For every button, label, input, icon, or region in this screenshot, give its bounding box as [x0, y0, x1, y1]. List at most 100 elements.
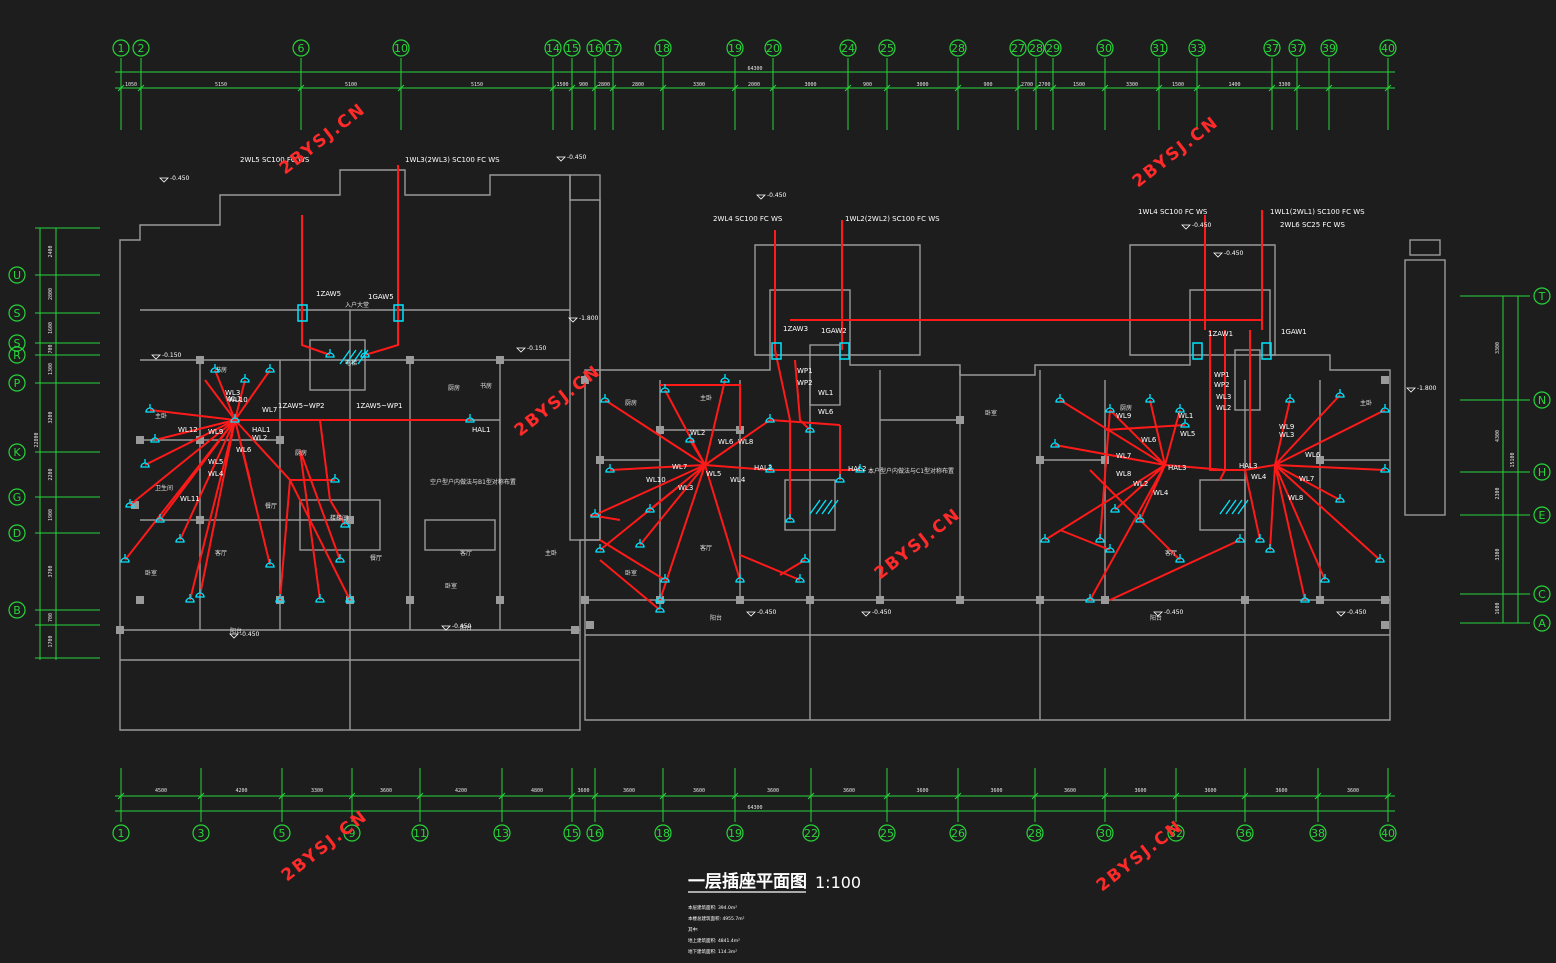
top-axis-bubble: 37	[1263, 39, 1281, 57]
socket-outlet-icon	[1110, 504, 1120, 513]
left-dimension: 700	[48, 613, 54, 622]
wall-column	[1381, 621, 1389, 629]
room-label: 主卧	[155, 412, 167, 420]
top-dimension: 1500	[556, 82, 568, 88]
panel-label-1gaw5: 1GAW5	[368, 293, 394, 301]
left-dimension: 700	[48, 344, 54, 353]
socket-outlet-icon	[800, 554, 810, 563]
room-label: 楼梯间	[330, 514, 348, 522]
left-axis-grid: 2400280016007001300320022001900370070017…	[8, 227, 100, 660]
socket-outlet-icon	[765, 414, 775, 423]
panel-label-1gaw1: 1GAW1	[1281, 328, 1307, 336]
bottom-axis-bubble: 36	[1236, 824, 1254, 842]
socket-outlet-icon	[735, 574, 745, 583]
drawing-title: 一层插座平面图	[688, 871, 807, 892]
circuit-label: WL9	[1279, 423, 1294, 431]
axis-label: P	[14, 377, 21, 390]
room-label: 卫生间	[155, 484, 173, 492]
watermark-5: 2BYSJ.CN	[278, 806, 372, 886]
room-label: 书房	[480, 382, 492, 390]
circuit-label: HAL1	[472, 426, 490, 434]
bottom-axis-bubble: 16	[586, 824, 604, 842]
bottom-axis-bubble: 9	[343, 824, 361, 842]
top-axis-bubble: 1	[112, 39, 130, 57]
socket-outlet-icon	[150, 434, 160, 443]
drawing-scale: 1:100	[815, 873, 861, 892]
axis-label: K	[13, 446, 21, 459]
level-mark: -0.450	[861, 609, 892, 617]
axis-label: 27	[1011, 42, 1025, 55]
axis-label: 15	[565, 42, 579, 55]
circuit-label: HAL2	[754, 464, 772, 472]
level-value: -0.450	[872, 609, 892, 616]
axis-label: 16	[588, 827, 602, 840]
left-axis-bubble: B	[8, 601, 26, 619]
wall-column	[196, 436, 204, 444]
left-dimension: 1900	[48, 509, 54, 521]
bottom-overall-dimension: 64300	[747, 805, 762, 811]
bottom-axis-bubble: 1	[112, 824, 130, 842]
circuit-label: WL6	[1141, 436, 1157, 444]
bottom-axis-bubble: 26	[949, 824, 967, 842]
bottom-axis-grid: 1450034200533009360011420013480015360016…	[112, 768, 1397, 842]
level-mark: -0.150	[516, 345, 547, 353]
socket-outlet-icon	[835, 474, 845, 483]
level-value: -0.450	[767, 192, 787, 199]
right-dimension: 3300	[1495, 548, 1501, 560]
socket-outlet-icon	[155, 514, 165, 523]
wall-column	[131, 501, 139, 509]
panel-label-wp2: 1ZAW5~WP2	[278, 402, 325, 410]
bottom-dimension: 3600	[623, 788, 635, 794]
top-axis-bubble: 27	[1009, 39, 1027, 57]
top-axis-bubble: 33	[1188, 39, 1206, 57]
left-axis-bubble: D	[8, 524, 26, 542]
top-axis-bubble: 30	[1096, 39, 1114, 57]
socket-outlet-icon	[1055, 394, 1065, 403]
left-dimension: 1300	[48, 363, 54, 375]
axis-label: 6	[298, 42, 305, 55]
socket-outlet-icon	[265, 559, 275, 568]
bottom-dimension: 3600	[916, 788, 928, 794]
room-label: 卧室	[145, 569, 157, 577]
socket-outlet-icon	[1380, 404, 1390, 413]
left-axis-bubble: U	[8, 266, 26, 284]
right-axis-bubble: T	[1533, 287, 1551, 305]
circuit-label: WL4	[1251, 473, 1267, 481]
circuit-label: WL7	[672, 463, 687, 471]
socket-outlet-icon	[590, 509, 600, 518]
wall-column	[586, 621, 594, 629]
level-mark: -0.450	[441, 623, 472, 631]
axis-label: C	[1538, 588, 1546, 601]
right-axis-bubble: C	[1533, 585, 1551, 603]
bottom-dimension: 4200	[235, 788, 247, 794]
top-axis-bubble: 20	[764, 39, 782, 57]
socket-outlet-icon	[1235, 534, 1245, 543]
bottom-dimension: 3300	[311, 788, 323, 794]
socket-outlet-icon	[335, 554, 345, 563]
wall-column	[346, 516, 354, 524]
room-label: 主卧	[1360, 399, 1372, 407]
circuit-label: WL10	[228, 396, 248, 404]
axis-label: 36	[1238, 827, 1252, 840]
top-axis-bubble: 37	[1288, 39, 1306, 57]
top-dimension: 5100	[345, 82, 357, 88]
socket-outlet-icon	[1335, 389, 1345, 398]
socket-outlet-icon	[1285, 394, 1295, 403]
bottom-axis-bubble: 11	[411, 824, 429, 842]
axis-label: 15	[565, 827, 579, 840]
level-mark: -0.450	[756, 192, 787, 200]
bottom-dimension: 3600	[767, 788, 779, 794]
level-value: -0.450	[170, 175, 190, 182]
top-dimension: 1050	[125, 82, 137, 88]
top-dimension: 900	[863, 82, 872, 88]
axis-label: 13	[495, 827, 509, 840]
wall-column	[1381, 376, 1389, 384]
socket-outlet-icon	[120, 554, 130, 563]
socket-outlet-icon	[210, 364, 220, 373]
axis-label: 38	[1311, 827, 1325, 840]
socket-outlet-icon	[660, 384, 670, 393]
right-dimension: 4300	[1495, 430, 1501, 442]
circuit-label: WL9	[1116, 412, 1131, 420]
